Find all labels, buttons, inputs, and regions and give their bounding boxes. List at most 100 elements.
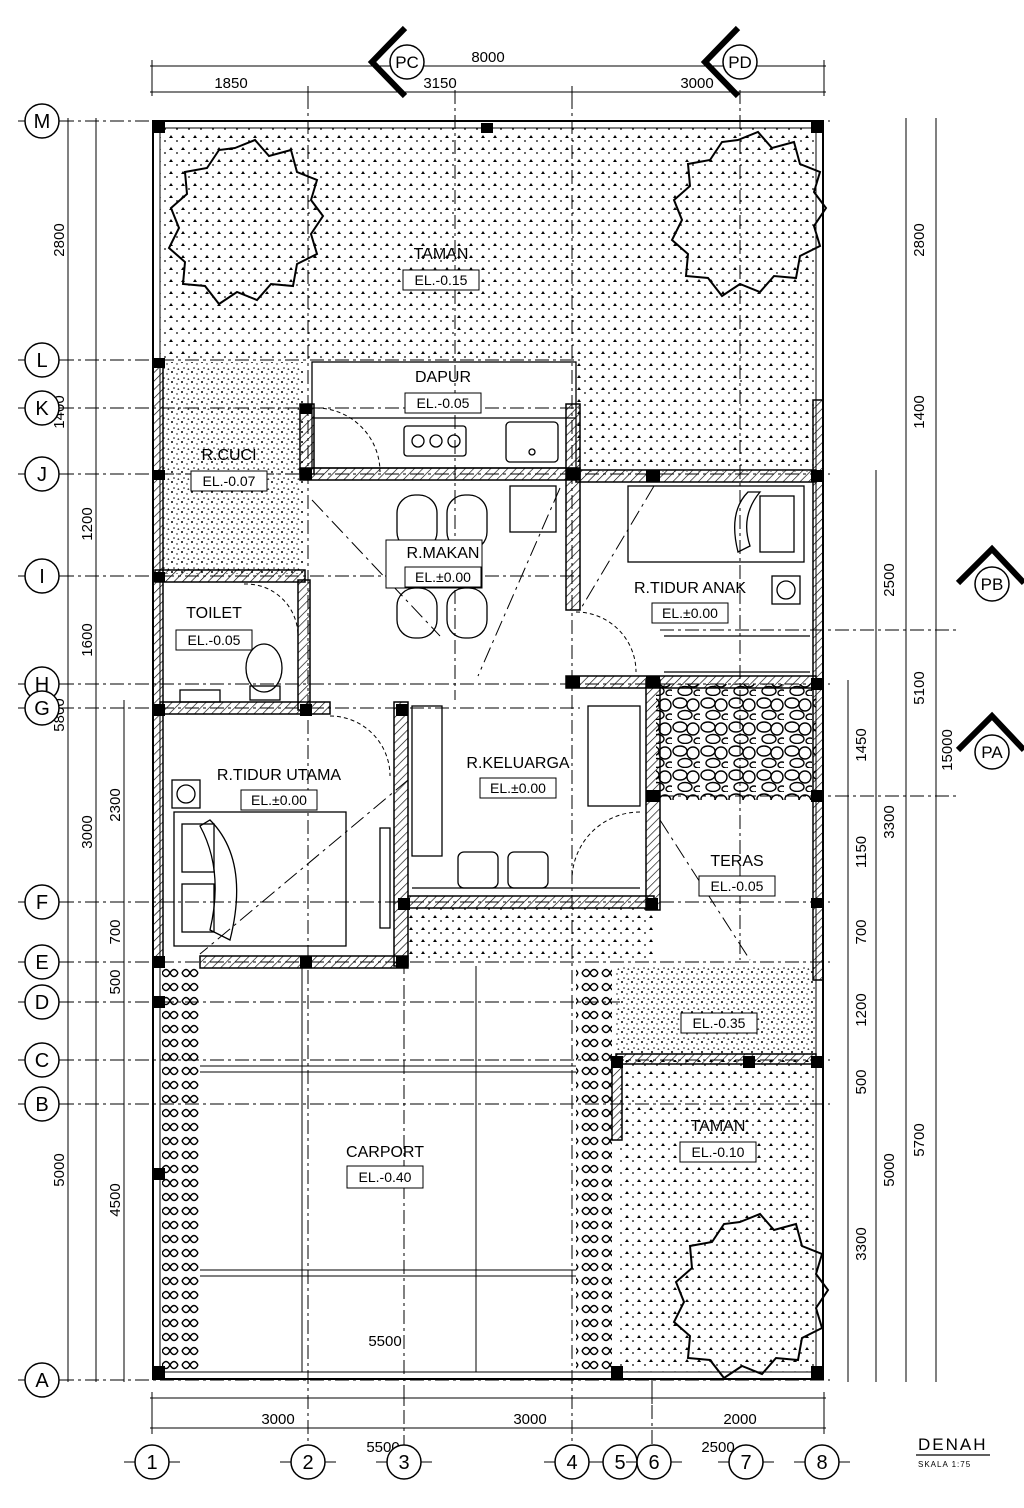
dim-top-3: 3000 (680, 75, 713, 92)
room-rmakan-elev: EL.±0.00 (415, 569, 471, 585)
section-pa-label: PA (981, 743, 1003, 762)
grid-col-bubble-2: 2 (280, 1444, 336, 1480)
dim-left-inner-4: 4500 (107, 1183, 124, 1216)
toilet-fixture (179, 643, 283, 703)
room-tidur-anak-name: R.TIDUR ANAK (634, 580, 746, 597)
grid-row-label: I (39, 566, 45, 588)
grid-row-bubble-e: E (18, 944, 66, 980)
grid-row-bubble-g: G (18, 690, 66, 726)
dim-right-b-1: 15000 (939, 729, 956, 771)
grid-row-label: H (35, 674, 49, 696)
section-marker-pb: PB (955, 544, 1024, 602)
room-rcuci-elev: EL.-0.07 (203, 473, 256, 489)
room-taman-bottom-name: TAMAN (691, 1118, 746, 1135)
corridor-fill (408, 908, 656, 960)
grid-col-label: 2 (302, 1452, 313, 1474)
grid-col-label: 1 (146, 1452, 157, 1474)
carport-left-strip (162, 966, 200, 1372)
grid-row-label: K (35, 398, 49, 420)
grid-row-label: C (35, 1050, 49, 1072)
room-taman-top-elev: EL.-0.15 (415, 272, 468, 288)
taman-bottom-fill (620, 1060, 816, 1372)
dim-right-c-2: 3300 (881, 805, 898, 838)
grid-lines (60, 90, 960, 1450)
dim-left-outer-4: 5000 (51, 1153, 68, 1186)
dim-top-2: 3150 (423, 75, 456, 92)
grid-row-bubble-j: J (18, 456, 66, 492)
stone-garden-fill (656, 684, 816, 800)
dim-right-d-4: 1200 (853, 993, 870, 1026)
section-marker-pd: PD (700, 25, 758, 99)
dim-left-inner-1: 2300 (107, 788, 124, 821)
dim-right-d-1: 1450 (853, 728, 870, 761)
sink (505, 421, 559, 463)
grid-row-label: D (35, 992, 49, 1014)
room-keluarga-name: R.KELUARGA (466, 755, 569, 772)
grid-row-bubble-b: B (18, 1086, 66, 1122)
diagonal-markers (199, 485, 751, 961)
grid-row-bubble-l: L (18, 342, 66, 378)
rcuci-fill (163, 362, 303, 574)
dim-right-a-2: 1400 (911, 395, 928, 428)
child-bed (627, 485, 810, 673)
drawing-scale: SKALA 1:75 (918, 1460, 971, 1469)
grid-row-bubble-c: C (18, 1042, 66, 1078)
section-pc-label: PC (395, 53, 419, 72)
title-block: DENAH SKALA 1:75 (916, 1435, 990, 1469)
grid-col-bubble-1: 1 (124, 1444, 180, 1480)
grid-col-bubble-8: 8 (794, 1444, 850, 1480)
grid-col-label: 6 (648, 1452, 659, 1474)
dim-bottom-1: 3000 (261, 1411, 294, 1428)
room-dapur-name: DAPUR (415, 369, 471, 386)
dim-bottom-2: 3000 (513, 1411, 546, 1428)
dim-top-1: 1850 (214, 75, 247, 92)
carport-right-strip (576, 966, 612, 1372)
room-toilet-elev: EL.-0.05 (188, 632, 241, 648)
dim-left-outer-1: 2800 (51, 223, 68, 256)
dim-right-c-1: 2500 (881, 563, 898, 596)
room-rmakan-name: R.MAKAN (407, 545, 480, 562)
section-marker-pa: PA (955, 711, 1024, 770)
doors (243, 407, 641, 881)
room-taman-top-name: TAMAN (414, 246, 469, 263)
dim-bottom-5: 2500 (701, 1439, 734, 1456)
room-carport-name: CARPORT (346, 1144, 424, 1161)
kitchen-counter (311, 361, 577, 469)
room-tidur-utama-name: R.TIDUR UTAMA (217, 767, 341, 784)
grid-row-label: E (35, 952, 48, 974)
carport-width-dim: 5500 (368, 1333, 401, 1350)
grid-row-bubble-i: I (18, 558, 66, 594)
room-tidur-utama-elev: EL.±0.00 (251, 792, 307, 808)
section-pd-label: PD (728, 53, 752, 72)
grid-row-bubble-f: F (18, 884, 66, 920)
grid-row-bubble-d: D (18, 984, 66, 1020)
dim-right-d-3: 700 (853, 919, 870, 944)
dim-bottom-3: 2000 (723, 1411, 756, 1428)
room-taman-bottom-elev: EL.-0.10 (692, 1144, 745, 1160)
dimension-text: 8000 1850 3150 3000 3000 3000 2000 5500 … (51, 49, 956, 1456)
grid-col-label: 5 (614, 1452, 625, 1474)
section-markers: PC PD PB PA (367, 25, 1024, 770)
grid-col-label: 3 (398, 1452, 409, 1474)
room-keluarga-elev: EL.±0.00 (490, 780, 546, 796)
carport-grid (200, 966, 576, 1372)
grid-col-label: 4 (566, 1452, 577, 1474)
grid-col-bubble-4: 4 (544, 1444, 600, 1480)
dim-left-mid-3: 3000 (79, 815, 96, 848)
grid-col-bubble-7: 7 (718, 1444, 774, 1480)
grid-row-label: M (34, 111, 51, 133)
section-pb-label: PB (981, 575, 1004, 594)
dim-right-a-4: 5700 (911, 1123, 928, 1156)
teras-step-fill (616, 966, 816, 1056)
room-teras-name: TERAS (710, 853, 763, 870)
grid-row-label: B (35, 1094, 48, 1116)
grid-row-label: L (36, 350, 47, 372)
grid-row-label: A (35, 1370, 49, 1392)
stove (403, 425, 467, 457)
dim-left-mid-2: 1600 (79, 623, 96, 656)
room-step-elev: EL.-0.35 (693, 1015, 746, 1031)
tree-bottom-right (672, 1212, 830, 1380)
grid-row-bubble-m: M (18, 103, 66, 139)
room-labels: TAMAN EL.-0.15 DAPUR EL.-0.05 R.CUCI EL.… (175, 246, 776, 1350)
